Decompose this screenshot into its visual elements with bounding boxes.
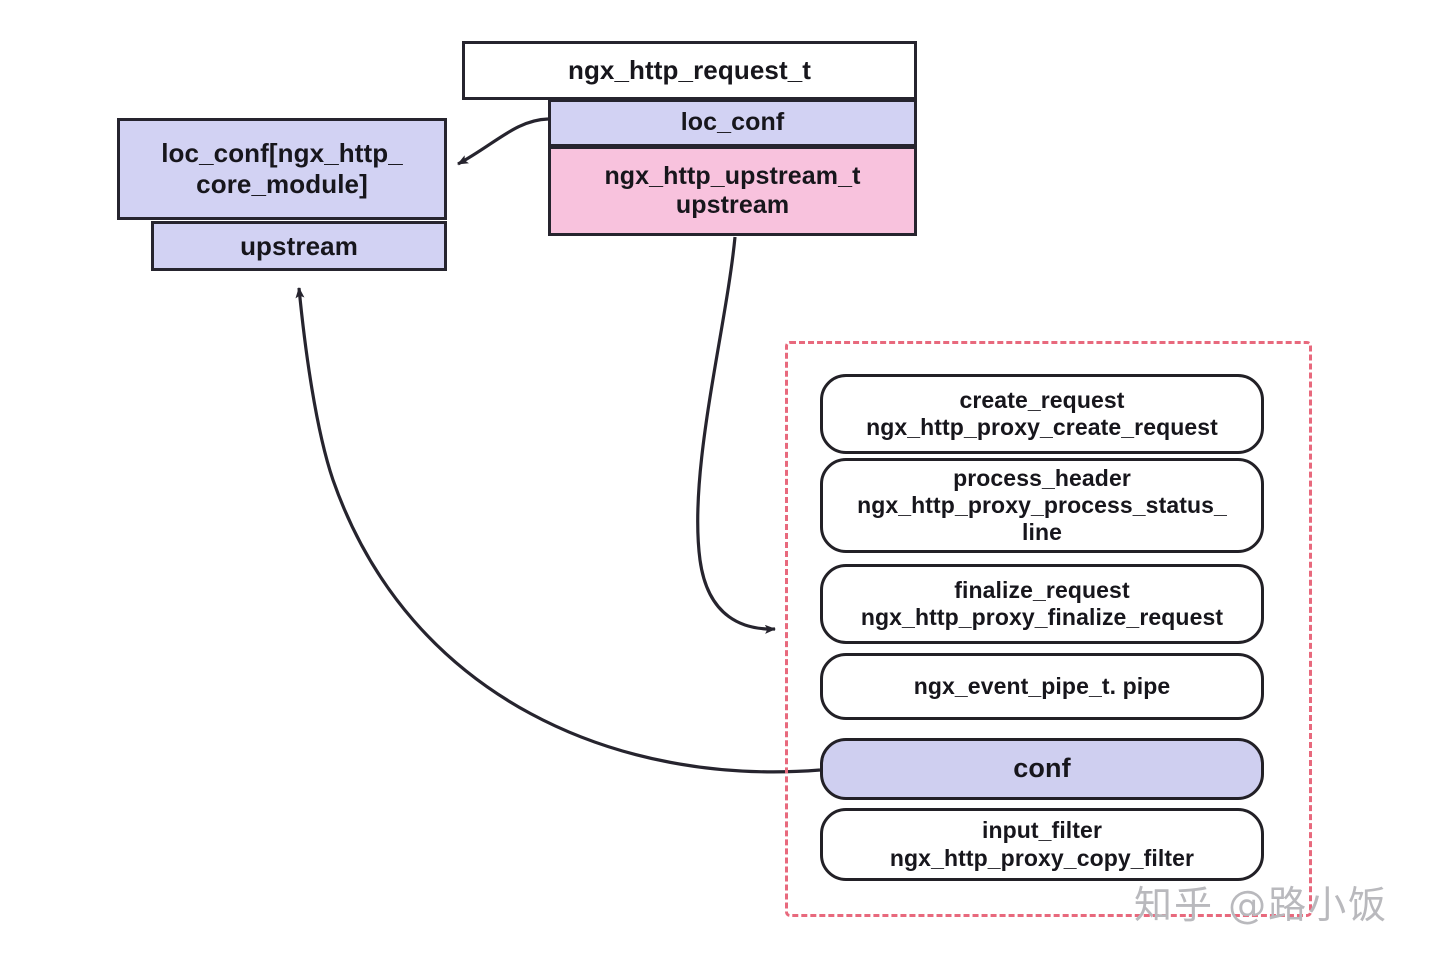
node-conf[interactable]: conf [820, 738, 1264, 800]
edge-conf-to-upstream [295, 287, 821, 774]
node-upstream-left[interactable]: upstream [151, 221, 447, 271]
node-ngx-http-request-t[interactable]: ngx_http_request_t [462, 41, 917, 100]
edge-locconf-to-coremodule [457, 117, 549, 166]
node-process-header[interactable]: process_header ngx_http_proxy_process_st… [820, 458, 1264, 553]
node-create-request[interactable]: create_request ngx_http_proxy_create_req… [820, 374, 1264, 454]
node-finalize-request[interactable]: finalize_request ngx_http_proxy_finalize… [820, 564, 1264, 644]
node-ngx-http-upstream-t[interactable]: ngx_http_upstream_t upstream [548, 146, 917, 236]
node-loc-conf[interactable]: loc_conf [548, 99, 917, 147]
node-loc-conf-core-module[interactable]: loc_conf[ngx_http_ core_module] [117, 118, 447, 220]
node-input-filter[interactable]: input_filter ngx_http_proxy_copy_filter [820, 808, 1264, 881]
edge-upstream-to-proxy-group [696, 236, 776, 634]
node-ngx-event-pipe-t[interactable]: ngx_event_pipe_t. pipe [820, 653, 1264, 720]
group-proxy-module [785, 341, 1312, 917]
